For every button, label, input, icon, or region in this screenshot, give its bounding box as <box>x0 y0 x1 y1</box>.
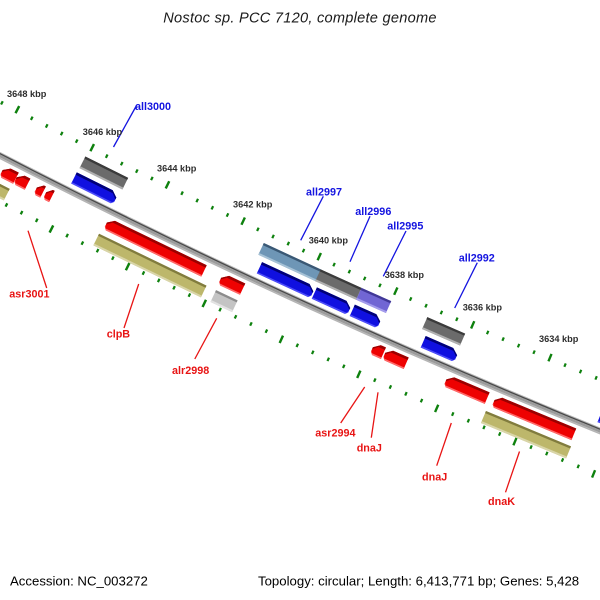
svg-text:3638 kbp: 3638 kbp <box>385 270 425 280</box>
svg-text:asr3001: asr3001 <box>9 288 49 300</box>
svg-text:3644 kbp: 3644 kbp <box>157 164 197 174</box>
svg-text:Accession: NC_003272: Accession: NC_003272 <box>10 574 148 589</box>
svg-text:3634 kbp: 3634 kbp <box>539 334 579 344</box>
svg-text:dnaK: dnaK <box>488 496 515 508</box>
svg-text:dnaJ: dnaJ <box>357 443 382 455</box>
svg-text:3648 kbp: 3648 kbp <box>7 89 47 99</box>
svg-text:all3000: all3000 <box>135 101 171 113</box>
svg-text:3640 kbp: 3640 kbp <box>309 235 349 245</box>
svg-text:alr2998: alr2998 <box>172 365 209 377</box>
svg-text:Nostoc sp. PCC 7120, complete: Nostoc sp. PCC 7120, complete genome <box>163 11 436 27</box>
svg-text:all2995: all2995 <box>387 221 423 233</box>
svg-text:3642 kbp: 3642 kbp <box>233 200 273 210</box>
svg-text:clpB: clpB <box>107 328 131 340</box>
svg-text:dnaJ: dnaJ <box>422 471 447 483</box>
svg-text:asr2994: asr2994 <box>315 427 355 439</box>
svg-text:Topology: circular; Length: 6,: Topology: circular; Length: 6,413,771 bp… <box>258 574 579 589</box>
svg-text:all2997: all2997 <box>306 187 342 199</box>
svg-text:3636 kbp: 3636 kbp <box>463 303 503 313</box>
svg-text:3646 kbp: 3646 kbp <box>83 127 123 137</box>
svg-text:all2992: all2992 <box>459 252 495 264</box>
svg-text:all2996: all2996 <box>355 206 391 218</box>
